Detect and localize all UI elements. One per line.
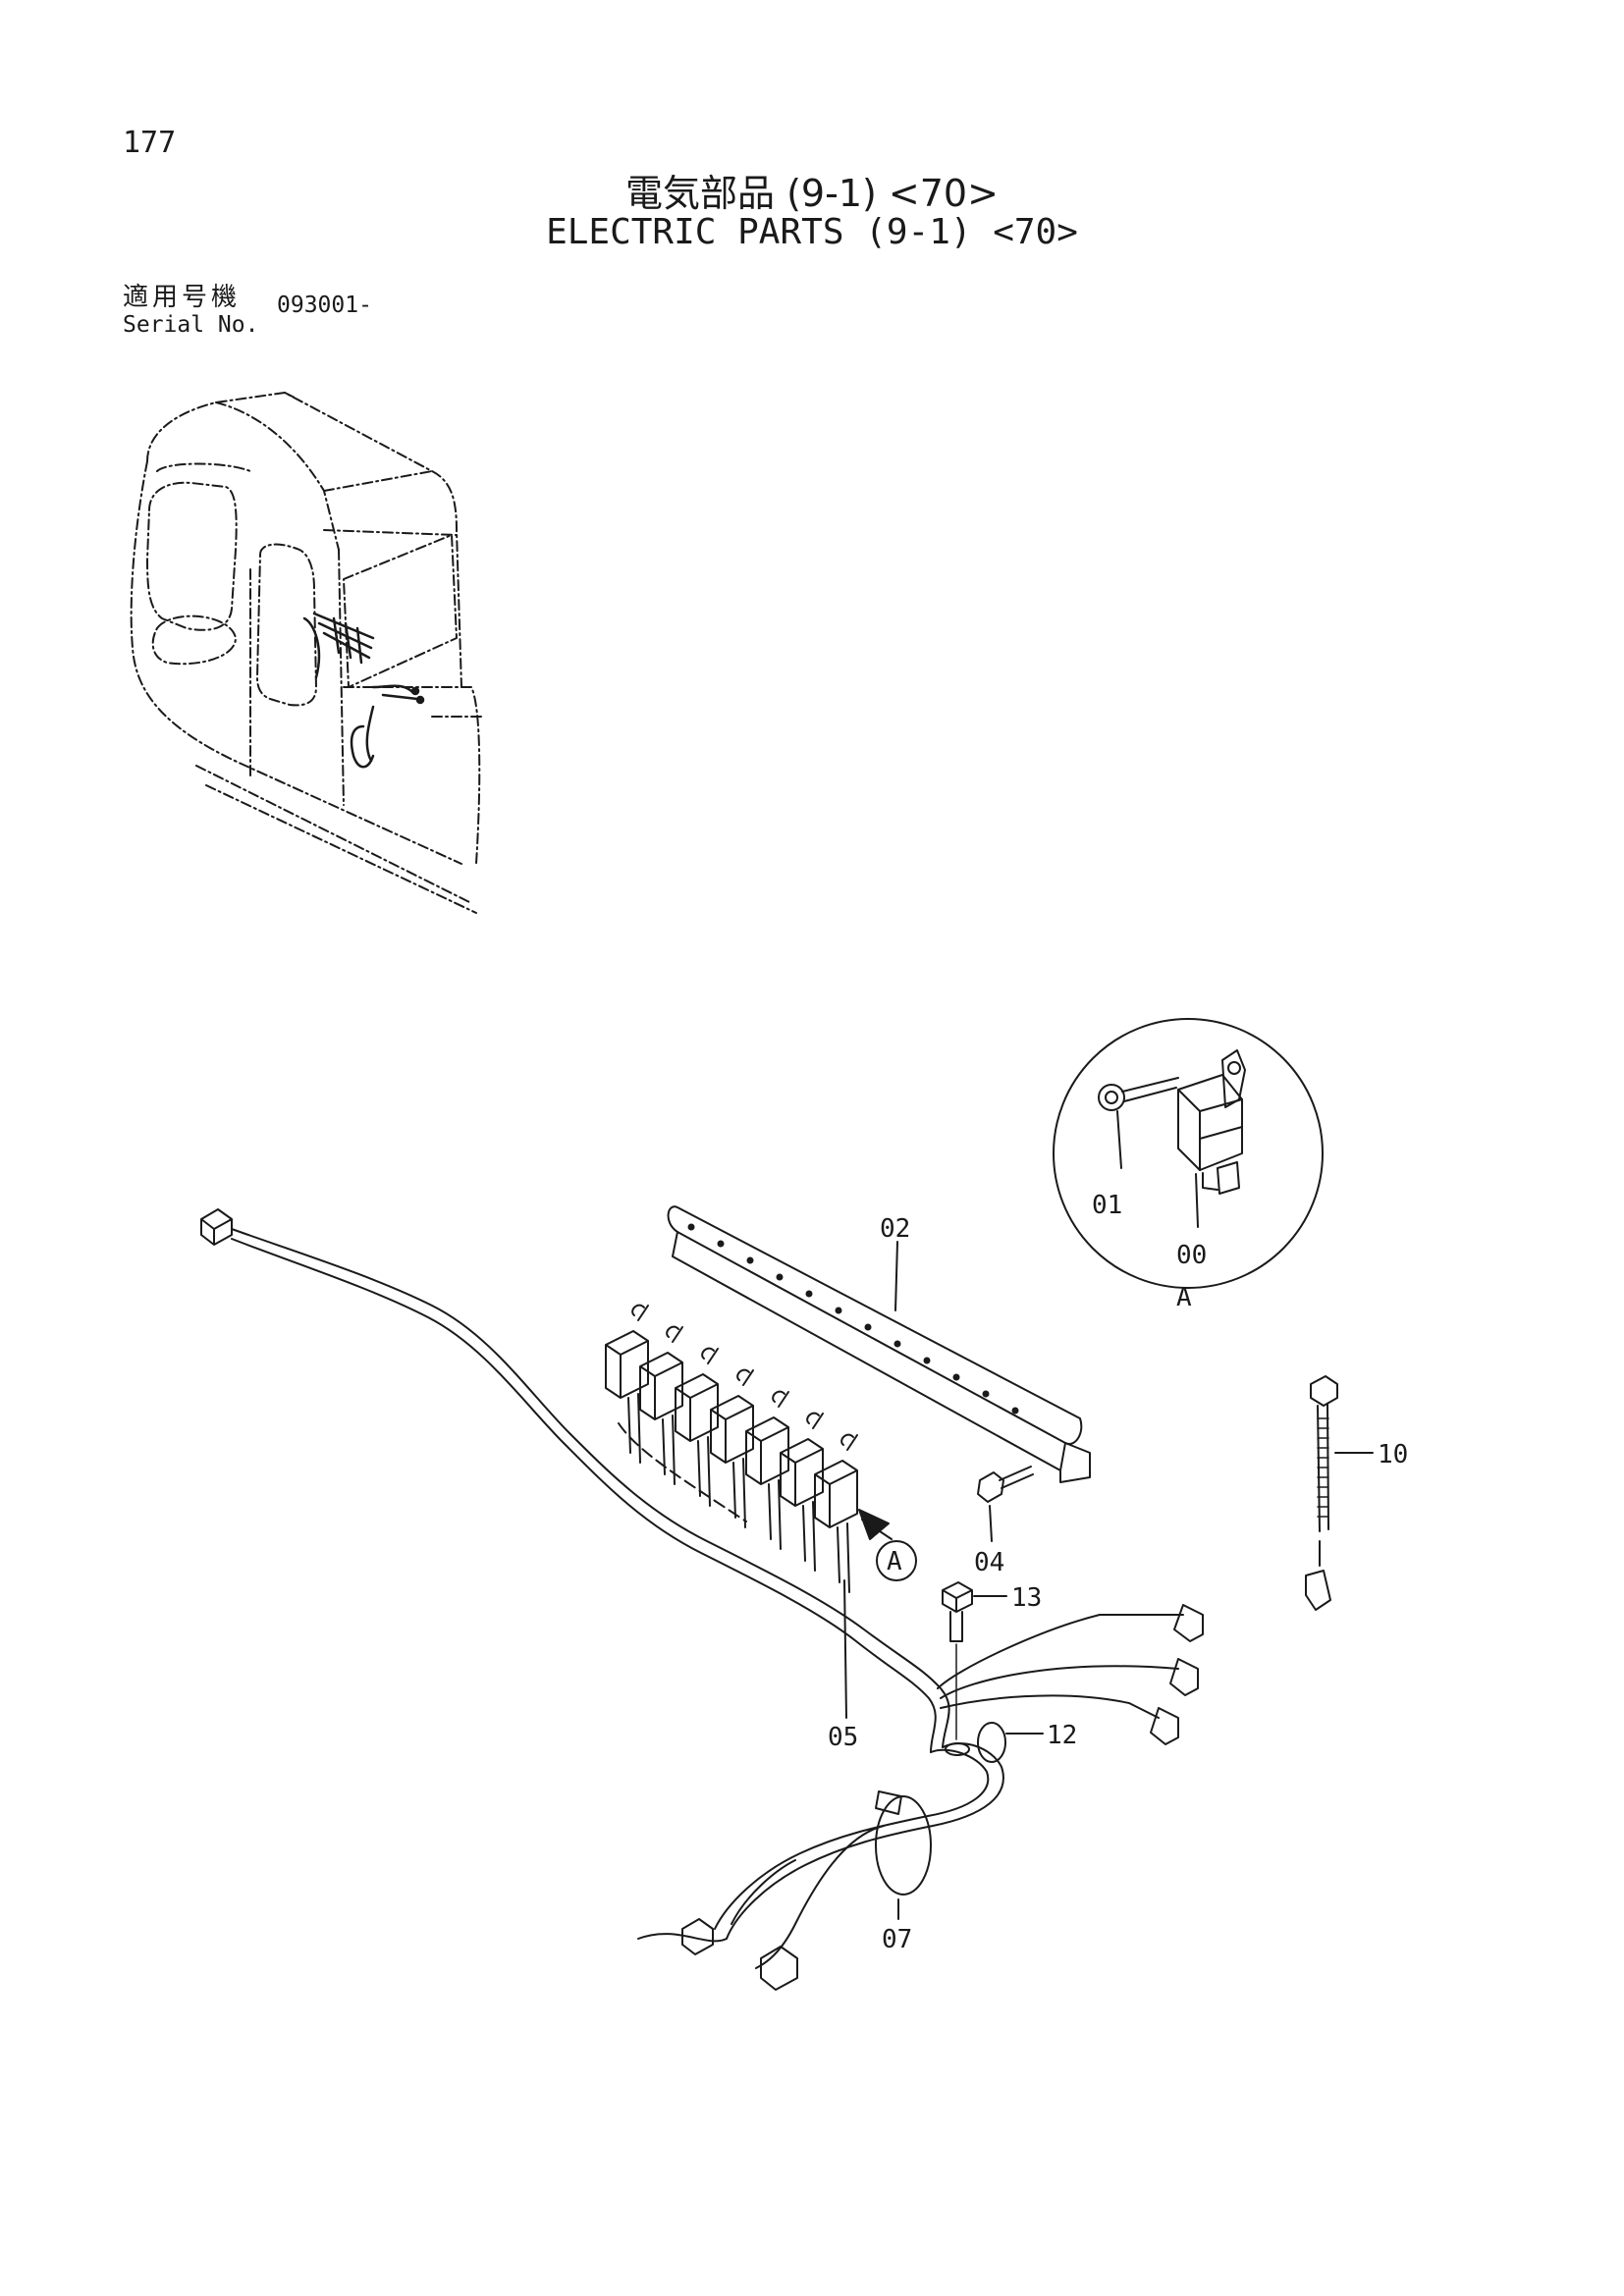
- relay-bank: [605, 1304, 858, 1593]
- grommet-part-12: [977, 1722, 1044, 1763]
- relay-with-bracket-detail: [1177, 1049, 1246, 1195]
- page-title-english: ELECTRIC PARTS (9-1) <70>: [546, 212, 1078, 252]
- screw-part-04: [977, 1466, 1034, 1542]
- relay: [745, 1390, 789, 1550]
- wiring-harness-part-05: [200, 1208, 1204, 1991]
- page-title-japanese: 電気部品 (9-1) <70>: [625, 172, 999, 215]
- serial-label-english: Serial No.: [123, 312, 259, 338]
- detail-a-view: [1053, 1018, 1324, 1289]
- callout-02: 02: [880, 1214, 910, 1244]
- callout-12: 12: [1047, 1721, 1077, 1750]
- cab-overview-illustration: [130, 392, 482, 914]
- callout-04: 04: [974, 1548, 1004, 1577]
- leader-02: [894, 1241, 898, 1311]
- relay: [814, 1433, 858, 1593]
- bolt-part-13: [942, 1581, 1007, 1756]
- relay: [780, 1412, 824, 1572]
- relay-bracket-part-02: [667, 1205, 1091, 1483]
- serial-number-value: 093001-: [277, 293, 372, 318]
- leader-04: [989, 1505, 993, 1542]
- leader-01: [1116, 1110, 1122, 1169]
- page-number: 177: [123, 126, 177, 160]
- leader-00: [1195, 1173, 1199, 1228]
- callout-13: 13: [1011, 1583, 1042, 1613]
- relay: [605, 1304, 649, 1464]
- cab-window-outlines: [146, 481, 458, 707]
- relay: [710, 1368, 754, 1528]
- serial-label-japanese: 適用号機: [123, 283, 242, 312]
- leader-05: [843, 1579, 847, 1719]
- relay: [675, 1347, 719, 1507]
- view-a-arrow: [858, 1509, 917, 1581]
- screw-01-detail: [1098, 1077, 1179, 1111]
- callout-05: 05: [828, 1723, 858, 1752]
- view-a-reference-label: A: [887, 1547, 902, 1576]
- callout-01: 01: [1092, 1191, 1122, 1220]
- detail-a-label: A: [1176, 1283, 1192, 1312]
- callout-07: 07: [882, 1925, 912, 1954]
- cable-tie-part-10: [1305, 1375, 1374, 1611]
- callout-10: 10: [1378, 1440, 1408, 1469]
- clamp-part-07: [875, 1790, 932, 1920]
- callout-00: 00: [1176, 1241, 1207, 1270]
- cab-wiring-detail: [302, 612, 425, 769]
